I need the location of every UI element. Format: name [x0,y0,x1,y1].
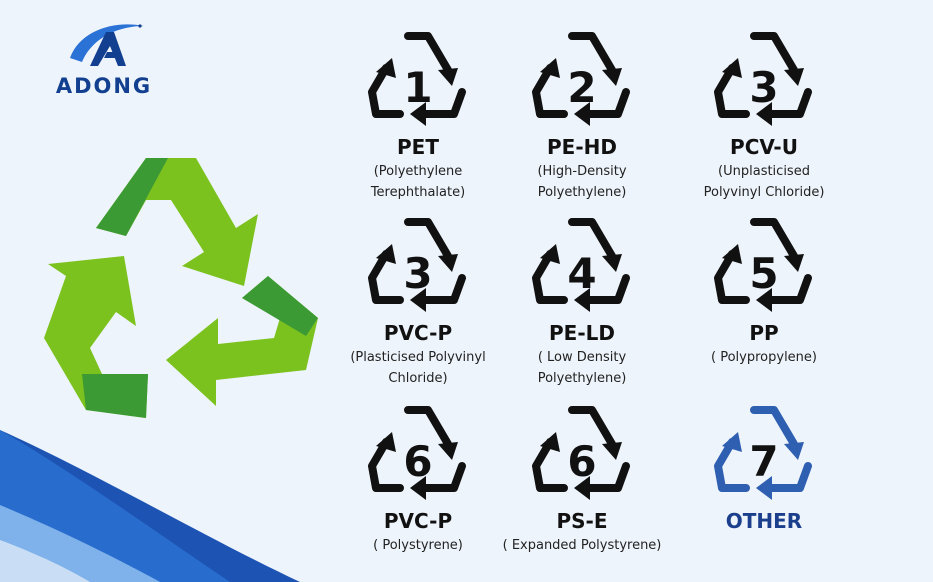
resin-code-abbreviation: PET [397,135,439,159]
recycle-triangle-icon: 6 [368,406,466,500]
recycle-triangle-icon: 5 [714,218,812,312]
resin-code-number: 3 [749,63,778,112]
recycle-arrows-icon [44,158,318,418]
resin-code-description: ( Polystyrene) [373,538,463,553]
resin-code-abbreviation: PS-E [556,509,608,533]
recycle-triangle-icon: 4 [532,218,630,312]
resin-code-number: 1 [403,63,432,112]
recycle-triangle-icon: 6 [532,406,630,500]
recycle-triangle-icon: 3 [368,218,466,312]
resin-code-description: ( Expanded Polystyrene) [502,538,662,553]
resin-code-abbreviation: PCV-U [730,135,798,159]
resin-code-number: 6 [403,437,432,486]
resin-code-number: 6 [567,437,596,486]
resin-code-description: (Unplasticised Polyvinyl Chloride) [703,164,825,200]
recycle-triangle-icon: 3 [714,32,812,126]
resin-code-number: 2 [567,63,596,112]
resin-code-abbreviation: OTHER [725,509,803,533]
resin-code-number: 5 [749,249,778,298]
resin-code-abbreviation: PVC-P [383,509,453,533]
brand-logo: ADONG [38,18,168,98]
resin-code-abbreviation: PE-LD [549,321,615,345]
adong-a-mark-icon [70,24,144,66]
resin-code-number: 3 [403,249,432,298]
recycle-triangle-icon: 7 [714,406,812,500]
resin-code-description: (Polyethylene Terephthalate) [370,164,466,200]
resin-code-number: 4 [567,249,596,298]
resin-code-number: 7 [749,437,778,486]
resin-code-abbreviation: PVC-P [383,321,453,345]
resin-code-description: (High-Density Polyethylene) [537,164,627,200]
resin-code-description: (Plasticised Polyvinyl Chloride) [350,350,486,386]
recycle-triangle-icon: 1 [368,32,466,126]
recycle-triangle-icon: 2 [532,32,630,126]
resin-code-description: ( Polypropylene) [711,350,817,365]
resin-code-description: ( Low Density Polyethylene) [537,350,627,386]
brand-name: ADONG [55,74,153,98]
resin-code-abbreviation: PP [749,321,779,345]
resin-code-abbreviation: PE-HD [547,135,617,159]
